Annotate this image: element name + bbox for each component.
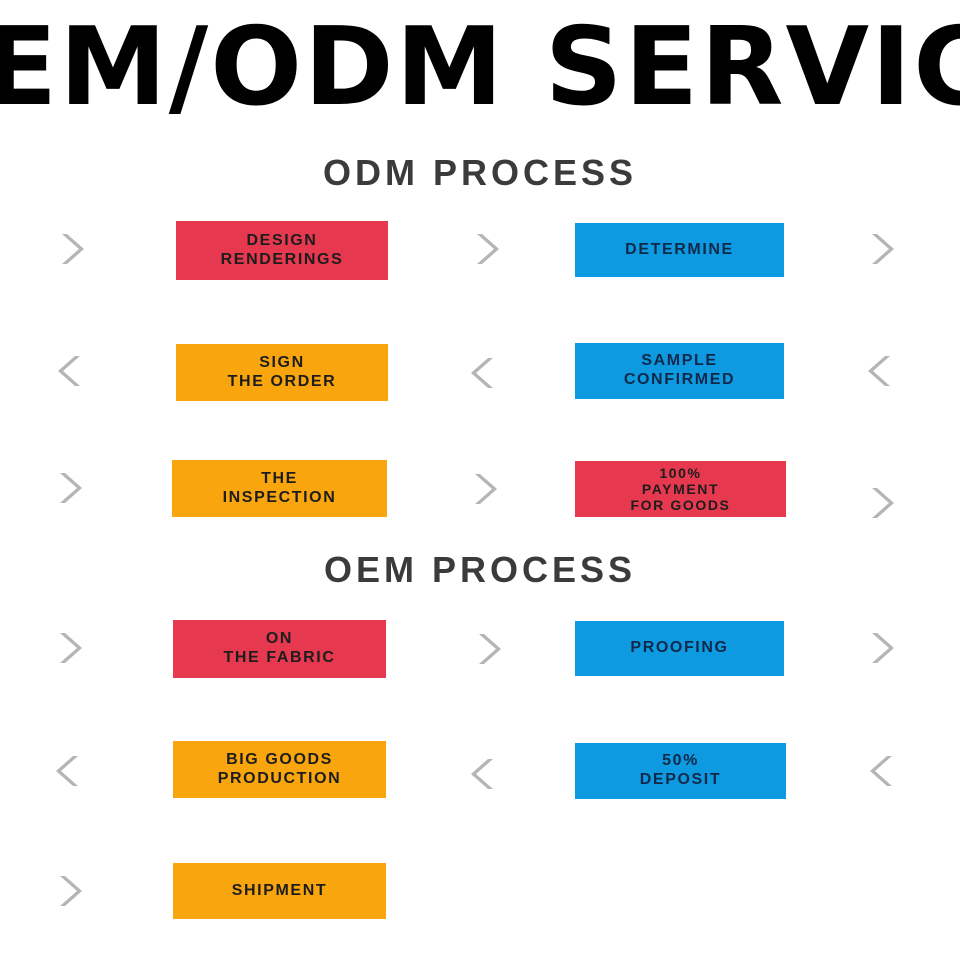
chevron-right-icon: [48, 226, 94, 272]
step-label: BIG GOODS PRODUCTION: [217, 750, 342, 787]
chevron-left-icon: [858, 348, 904, 394]
chevron-right-icon: [463, 226, 509, 272]
step-label: SHIPMENT: [231, 881, 328, 899]
step-label: PROOFING: [630, 639, 729, 657]
section-heading-odm: ODM PROCESS: [322, 152, 638, 193]
chevron-right-icon: [465, 626, 511, 672]
step-label: 50% DEPOSIT: [639, 752, 722, 788]
chevron-right-icon: [858, 226, 904, 272]
chevron-right-icon: [858, 625, 904, 671]
step-label: DETERMINE: [625, 240, 734, 258]
chevron-right-icon: [46, 868, 92, 914]
chevron-left-icon: [860, 748, 906, 794]
step-label: DESIGN RENDERINGS: [220, 231, 344, 268]
step-design-renderings[interactable]: DESIGN RENDERINGS: [176, 221, 388, 280]
step-the-inspection[interactable]: THE INSPECTION: [172, 460, 387, 517]
step-on-the-fabric[interactable]: ON THE FABRIC: [173, 620, 386, 678]
chevron-right-icon: [46, 625, 92, 671]
section-heading-oem: OEM PROCESS: [323, 549, 637, 590]
step-label: SAMPLE CONFIRMED: [623, 352, 736, 388]
step-label: SIGN THE ORDER: [227, 353, 337, 390]
chevron-left-icon: [461, 350, 507, 396]
page-title: OEM/ODM SERVICE: [0, 5, 960, 130]
step-shipment[interactable]: SHIPMENT: [173, 863, 386, 919]
step-fifty-percent-deposit[interactable]: 50% DEPOSIT: [575, 743, 786, 799]
chevron-right-icon: [461, 466, 507, 512]
step-sign-the-order[interactable]: SIGN THE ORDER: [176, 344, 388, 401]
chevron-left-icon: [46, 748, 92, 794]
step-label: 100% PAYMENT FOR GOODS: [630, 464, 731, 514]
chevron-left-icon: [48, 348, 94, 394]
step-label: THE INSPECTION: [222, 469, 337, 506]
banner: OEM/ODM SERVICE: [0, 0, 960, 135]
chevron-right-icon: [858, 480, 904, 526]
step-label: ON THE FABRIC: [223, 630, 336, 666]
chevron-left-icon: [461, 751, 507, 797]
chevron-right-icon: [46, 465, 92, 511]
step-big-goods-production[interactable]: BIG GOODS PRODUCTION: [173, 741, 386, 798]
step-determine[interactable]: DETERMINE: [575, 223, 784, 277]
step-sample-confirmed[interactable]: SAMPLE CONFIRMED: [575, 343, 784, 399]
step-proofing[interactable]: PROOFING: [575, 621, 784, 676]
step-payment-for-goods[interactable]: 100% PAYMENT FOR GOODS: [575, 461, 786, 517]
